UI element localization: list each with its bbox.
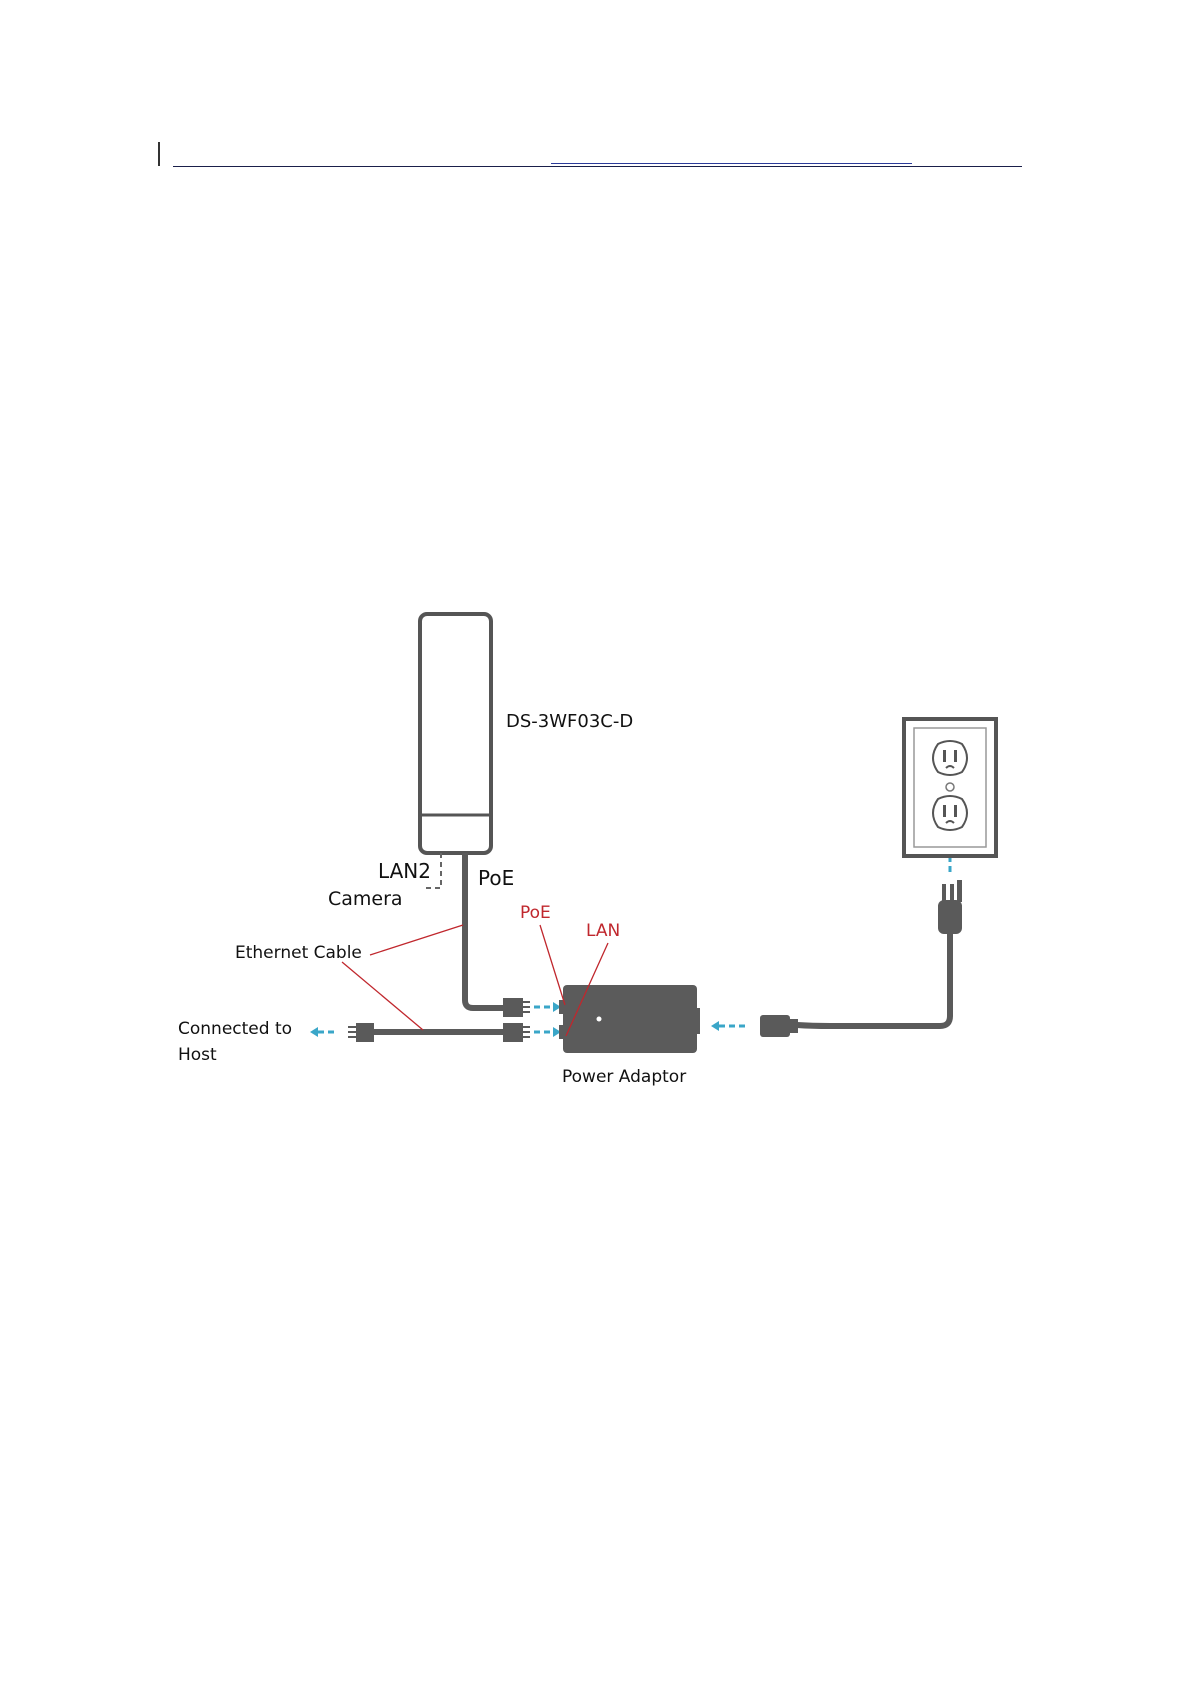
ethernet-cable-label: Ethernet Cable [235, 943, 362, 963]
host-rj45-connector [348, 1023, 374, 1042]
device-model-label: DS-3WF03C-D [506, 711, 633, 732]
camera-label: Camera [328, 888, 403, 910]
host-arrow [310, 1027, 338, 1037]
poe-rj45-connector [503, 998, 530, 1017]
wall-plug [938, 880, 962, 934]
power-input-arrow [711, 1021, 745, 1031]
access-point-device [420, 614, 491, 853]
power-adaptor-label: Power Adaptor [562, 1067, 686, 1087]
lan-rj45-connector [503, 1023, 530, 1042]
lan-arrow [534, 1027, 561, 1037]
adaptor-lan-label: LAN [586, 921, 620, 941]
wall-outlet-icon [904, 719, 996, 856]
power-adaptor [559, 985, 700, 1053]
host-label-line2: Host [178, 1045, 217, 1065]
host-label-line1: Connected to [178, 1019, 292, 1039]
adaptor-poe-label: PoE [520, 903, 551, 923]
lan2-label: LAN2 [378, 859, 431, 883]
power-cord [760, 930, 950, 1037]
device-poe-label: PoE [478, 866, 514, 890]
poe-arrow [534, 1002, 561, 1012]
